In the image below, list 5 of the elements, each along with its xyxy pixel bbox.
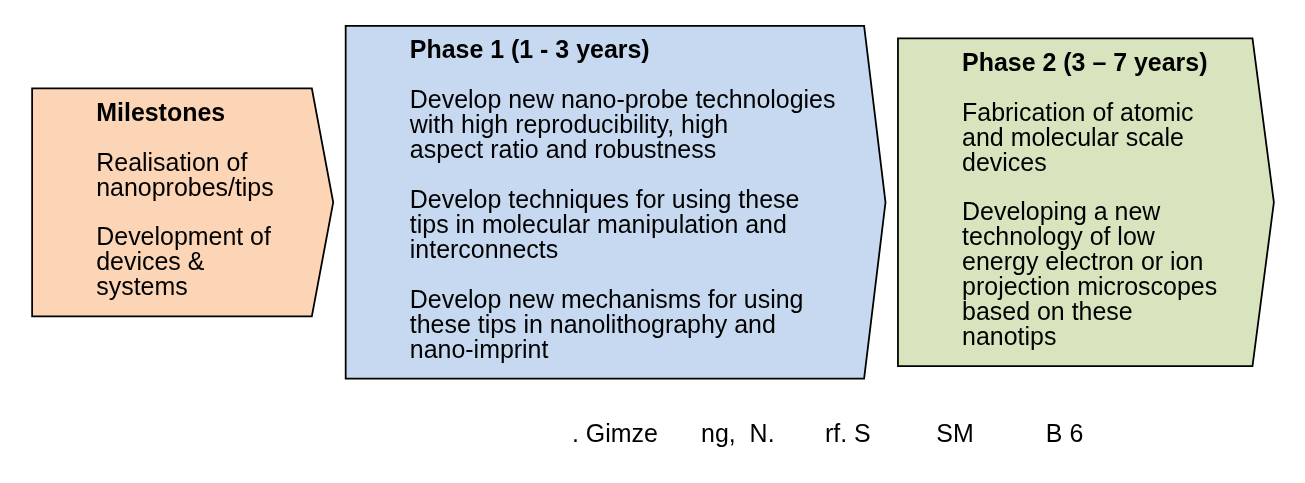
label: SM: [935, 419, 974, 448]
label: . Gimze: [571, 419, 658, 448]
label: ng, N.: [700, 419, 775, 448]
label: rf. S: [824, 419, 871, 448]
label: B 6: [1045, 419, 1083, 448]
